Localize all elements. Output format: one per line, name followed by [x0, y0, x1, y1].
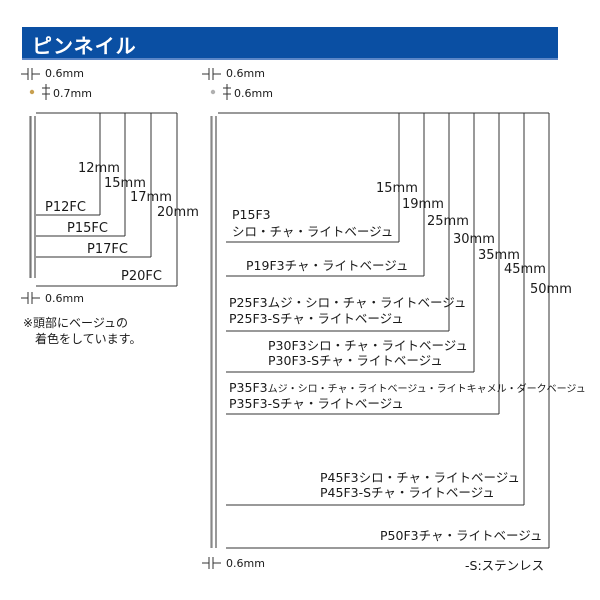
- right-dim-top-label: 0.6mm: [226, 67, 265, 80]
- left-note-line2: 着色をしています。: [35, 331, 141, 346]
- right-dim-head-label: 0.6mm: [234, 87, 273, 100]
- right-product-p35-code: P35F3: [229, 380, 268, 395]
- left-bracket-12: [36, 113, 101, 216]
- left-product-p17: P17FC: [87, 242, 128, 257]
- right-length-30: 30mm: [453, 232, 495, 247]
- left-dim-head-mark: [42, 84, 50, 100]
- right-product-p35-colors: ムジ・シロ・チャ・ライトベージュ・ライトキャメル・ダークベージュ: [268, 382, 586, 395]
- right-product-p45: P45F3シロ・チャ・ライトベージュ: [320, 470, 520, 485]
- right-bracket-30: [226, 113, 475, 373]
- right-length-25: 25mm: [427, 214, 469, 229]
- right-product-p35: P35F3ムジ・シロ・チャ・ライトベージュ・ライトキャメル・ダークベージュ: [229, 380, 586, 395]
- stainless-note: -S:ステンレス: [465, 558, 544, 573]
- left-note-line1: ※頭部にベージュの: [23, 315, 128, 330]
- left-bracket-17: [36, 113, 152, 258]
- right-length-50: 50mm: [530, 282, 572, 297]
- right-bracket-19: [226, 113, 425, 277]
- right-bracket-15: [226, 113, 400, 243]
- right-length-45: 45mm: [504, 262, 546, 277]
- right-pin-shaft: [210, 116, 217, 548]
- left-head-dot: [29, 89, 35, 95]
- left-dim-top-mark: [21, 68, 40, 80]
- left-length-17: 17mm: [130, 190, 172, 205]
- right-product-p15-code: P15F3: [232, 207, 271, 222]
- right-bracket-45: [226, 113, 525, 506]
- left-dim-bottom-mark: [21, 292, 40, 304]
- left-bracket-15: [36, 113, 126, 237]
- right-product-p25: P25F3ムジ・シロ・チャ・ライトベージュ: [229, 295, 466, 310]
- page-title: ピンネイル: [32, 34, 137, 58]
- right-dim-bottom-label: 0.6mm: [226, 557, 265, 570]
- right-dim-bottom-mark: [202, 557, 221, 569]
- left-product-p12: P12FC: [45, 200, 86, 215]
- right-product-p50: P50F3チャ・ライトベージュ: [380, 528, 542, 543]
- right-bracket-35: [226, 113, 500, 415]
- right-bracket-25: [226, 113, 450, 332]
- right-product-p25s: P25F3-Sチャ・ライトベージュ: [229, 311, 404, 326]
- left-length-15: 15mm: [104, 176, 146, 191]
- right-head-dot: [210, 89, 216, 95]
- left-length-20: 20mm: [157, 205, 199, 220]
- right-product-p35s: P35F3-Sチャ・ライトベージュ: [229, 396, 404, 411]
- left-product-p15: P15FC: [67, 221, 108, 236]
- right-product-p15-colors: シロ・チャ・ライトベージュ: [232, 224, 393, 239]
- right-product-p30s: P30F3-Sチャ・ライトベージュ: [268, 353, 443, 368]
- right-dim-top-mark: [202, 68, 221, 80]
- right-length-19: 19mm: [402, 197, 444, 212]
- right-product-p30: P30F3シロ・チャ・ライトベージュ: [268, 338, 468, 353]
- left-length-12: 12mm: [78, 161, 120, 176]
- left-dim-bottom-label: 0.6mm: [45, 292, 84, 305]
- right-length-15: 15mm: [376, 181, 418, 196]
- right-dim-head-mark: [223, 84, 231, 100]
- left-product-p20: P20FC: [121, 269, 162, 284]
- left-bracket-20: [36, 113, 178, 287]
- left-dim-top-label: 0.6mm: [45, 67, 84, 80]
- right-product-p19: P19F3チャ・ライトベージュ: [246, 258, 408, 273]
- title-bar: ピンネイル: [22, 27, 558, 60]
- right-length-35: 35mm: [478, 248, 520, 263]
- left-dim-head-label: 0.7mm: [53, 87, 92, 100]
- left-pin-shaft: [29, 116, 36, 278]
- right-product-p45s: P45F3-Sチャ・ライトベージュ: [320, 485, 495, 500]
- right-bracket-50: [226, 113, 550, 549]
